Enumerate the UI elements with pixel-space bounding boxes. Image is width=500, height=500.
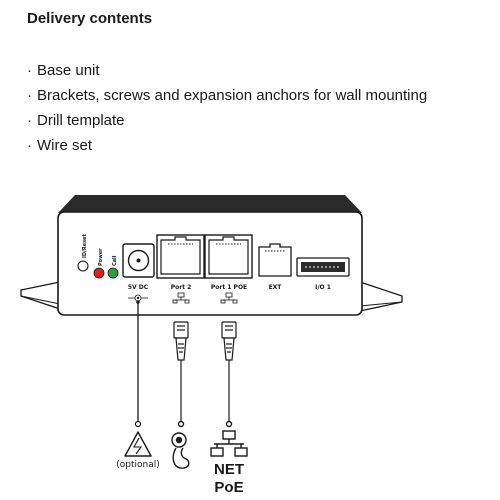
poe-label: PoE (214, 479, 243, 496)
bullet: · (27, 87, 32, 104)
power-supply-icon (124, 420, 152, 457)
reset-button[interactable] (77, 260, 89, 272)
port-2-cable (173, 321, 189, 424)
power-led-label: Power (98, 248, 104, 266)
right-bracket (359, 281, 403, 312)
io-1-terminal (296, 257, 350, 277)
list-item: · Wire set (27, 136, 427, 161)
device-top (58, 195, 362, 213)
port-1-poe-socket (204, 234, 253, 279)
bullet: · (27, 62, 32, 79)
network-switch-icon (210, 420, 248, 457)
bullet: · (27, 112, 32, 129)
left-bracket (20, 281, 61, 310)
port-label-port-1-poe: Port 1 POE (211, 284, 247, 291)
port-1-poe-cable (221, 321, 237, 424)
port-2-socket (156, 234, 205, 279)
port-label-5v-dc: 5V DC (128, 284, 149, 291)
list-item-text: Wire set (37, 137, 93, 154)
ext-socket (258, 243, 292, 277)
network-icon-port-2 (172, 292, 190, 304)
port-label-io-1: I/O 1 (315, 284, 331, 291)
list-item-text: Drill template (37, 112, 125, 129)
list-item-text: Base unit (37, 62, 100, 79)
list-item: · Drill template (27, 111, 427, 136)
port-label-ext: EXT (269, 284, 283, 291)
call-led (107, 267, 119, 279)
call-led-label: Call (112, 255, 118, 266)
net-label: NET (214, 461, 244, 478)
delivery-list: · Base unit · Brackets, screws and expansi… (27, 61, 427, 161)
port-label-port-2: Port 2 (171, 284, 192, 291)
network-icon-port-1 (220, 292, 238, 304)
list-item-text: Brackets, screws and expansion anchors f… (37, 87, 428, 104)
camera-icon (171, 420, 190, 469)
bullet: · (27, 137, 32, 154)
power-led (93, 267, 105, 279)
list-item: · Base unit (27, 61, 427, 86)
power-optional-caption: (optional) (116, 460, 160, 470)
reset-label: ID/Reset (82, 234, 88, 258)
list-item: · Brackets, screws and expansion anchors … (27, 86, 427, 111)
section-heading: Delivery contents (27, 10, 153, 27)
